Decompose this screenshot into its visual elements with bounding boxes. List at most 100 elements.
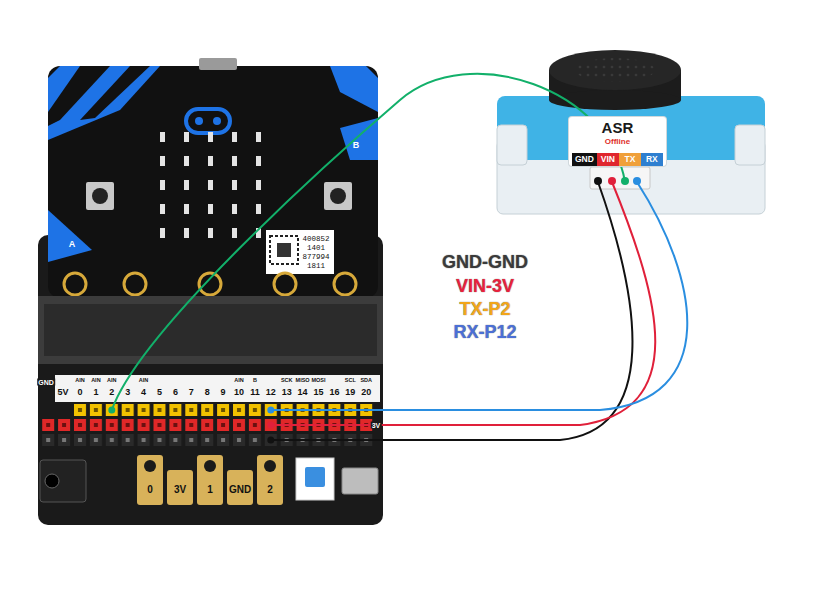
logo bbox=[195, 117, 203, 125]
stripe bbox=[48, 66, 110, 126]
wire-end bbox=[267, 407, 274, 414]
wire-legend: RX-P12 bbox=[451, 322, 518, 342]
pin-row-label: 3V bbox=[371, 422, 382, 429]
blue-corner bbox=[330, 66, 378, 112]
reset-button bbox=[305, 467, 325, 487]
blue-corner bbox=[48, 66, 160, 140]
pin-number: 4 bbox=[140, 388, 147, 397]
pin-name: TX bbox=[624, 154, 635, 164]
wire-vin bbox=[271, 182, 655, 425]
pin-number: 19 bbox=[344, 388, 356, 397]
pin-function: AIN bbox=[90, 378, 101, 384]
edge-ring bbox=[64, 273, 86, 295]
pad-label: GND bbox=[228, 485, 252, 495]
qr-code bbox=[270, 236, 298, 264]
wire-rx bbox=[271, 182, 687, 410]
pin-name: GND bbox=[575, 154, 594, 164]
pin-tab: RX bbox=[641, 153, 663, 166]
wire-gnd bbox=[271, 182, 633, 440]
edge-ring bbox=[199, 273, 221, 295]
wire-legend: VIN-3V bbox=[454, 276, 516, 296]
pad bbox=[167, 470, 193, 505]
speaker-grille bbox=[575, 58, 655, 82]
serial-number: 400852 bbox=[301, 236, 330, 244]
microbit-board bbox=[48, 66, 378, 298]
button-b bbox=[324, 182, 352, 210]
button-a bbox=[92, 188, 108, 204]
pin-function: MISO bbox=[295, 378, 311, 384]
edge-connector bbox=[38, 296, 383, 364]
audio-jack bbox=[45, 474, 59, 488]
pad bbox=[257, 455, 283, 505]
pin-function: SDA bbox=[359, 378, 373, 384]
blue-corner bbox=[48, 210, 92, 262]
wire-end bbox=[594, 177, 602, 185]
pin-number: 9 bbox=[220, 388, 227, 397]
pin-row-label: GND bbox=[37, 379, 55, 386]
pin-number: 2 bbox=[108, 388, 115, 397]
led-matrix bbox=[158, 130, 278, 250]
pin-number: 14 bbox=[297, 388, 309, 397]
pin-number: 5 bbox=[156, 388, 163, 397]
pad-hole bbox=[144, 460, 156, 472]
pin-function: AIN bbox=[233, 378, 244, 384]
edge-ring bbox=[124, 273, 146, 295]
pin-tab: TX bbox=[619, 153, 641, 166]
wire-legend: GND-GND bbox=[440, 252, 530, 272]
wire-end bbox=[267, 422, 274, 429]
wire-tx bbox=[112, 74, 625, 410]
pad-label: 3V bbox=[173, 485, 187, 495]
button-label: B bbox=[352, 141, 361, 150]
qr-code bbox=[277, 243, 291, 257]
serial-number: 1401 bbox=[306, 245, 326, 253]
button-a bbox=[86, 182, 114, 210]
pin-number: 1 bbox=[92, 388, 99, 397]
pin-function: AIN bbox=[106, 378, 117, 384]
pad bbox=[137, 455, 163, 505]
pin-name: 5V bbox=[56, 388, 69, 397]
edge-ring bbox=[334, 273, 356, 295]
pin-function: AIN bbox=[138, 378, 149, 384]
pin-number: 13 bbox=[281, 388, 293, 397]
pin-tab: GND bbox=[572, 153, 597, 166]
pin-number: 10 bbox=[233, 388, 245, 397]
edge-connector bbox=[44, 304, 377, 356]
pad-label: 1 bbox=[206, 485, 214, 495]
button-b bbox=[330, 188, 346, 204]
speaker bbox=[549, 50, 681, 90]
wire-end bbox=[608, 177, 616, 185]
pad bbox=[197, 455, 223, 505]
pin-number: 6 bbox=[172, 388, 179, 397]
wire-end bbox=[267, 437, 274, 444]
pin-number: 20 bbox=[360, 388, 372, 397]
pad-hole bbox=[204, 460, 216, 472]
module-name: ASR bbox=[572, 120, 663, 137]
pin-name: RX bbox=[646, 154, 658, 164]
pin-number: 7 bbox=[188, 388, 195, 397]
pin-number: 11 bbox=[249, 388, 261, 397]
speaker bbox=[549, 90, 681, 110]
wire-end bbox=[633, 177, 641, 185]
wire-legend: TX-P2 bbox=[457, 299, 512, 319]
pin-number: 0 bbox=[76, 388, 83, 397]
header-strip bbox=[55, 375, 380, 402]
pin-tab: VIN bbox=[597, 153, 619, 166]
module-subtitle: Offline bbox=[572, 137, 663, 147]
pad bbox=[227, 470, 253, 505]
pin-number: 15 bbox=[312, 388, 324, 397]
wire-end bbox=[621, 177, 629, 185]
module-mount bbox=[735, 125, 765, 165]
pin-number: 12 bbox=[265, 388, 277, 397]
pin-number: 8 bbox=[204, 388, 211, 397]
label-plate: ASROfflineGND VIN TX RX bbox=[569, 117, 666, 166]
pin-function: SCK bbox=[280, 378, 294, 384]
serial-number: 1811 bbox=[306, 263, 326, 271]
pin-number: 16 bbox=[328, 388, 340, 397]
logo bbox=[186, 109, 230, 133]
pin-name: VIN bbox=[601, 154, 615, 164]
usb-port bbox=[199, 58, 237, 70]
stripe bbox=[80, 66, 150, 120]
logo bbox=[213, 117, 221, 125]
pin-function: B bbox=[252, 378, 258, 384]
